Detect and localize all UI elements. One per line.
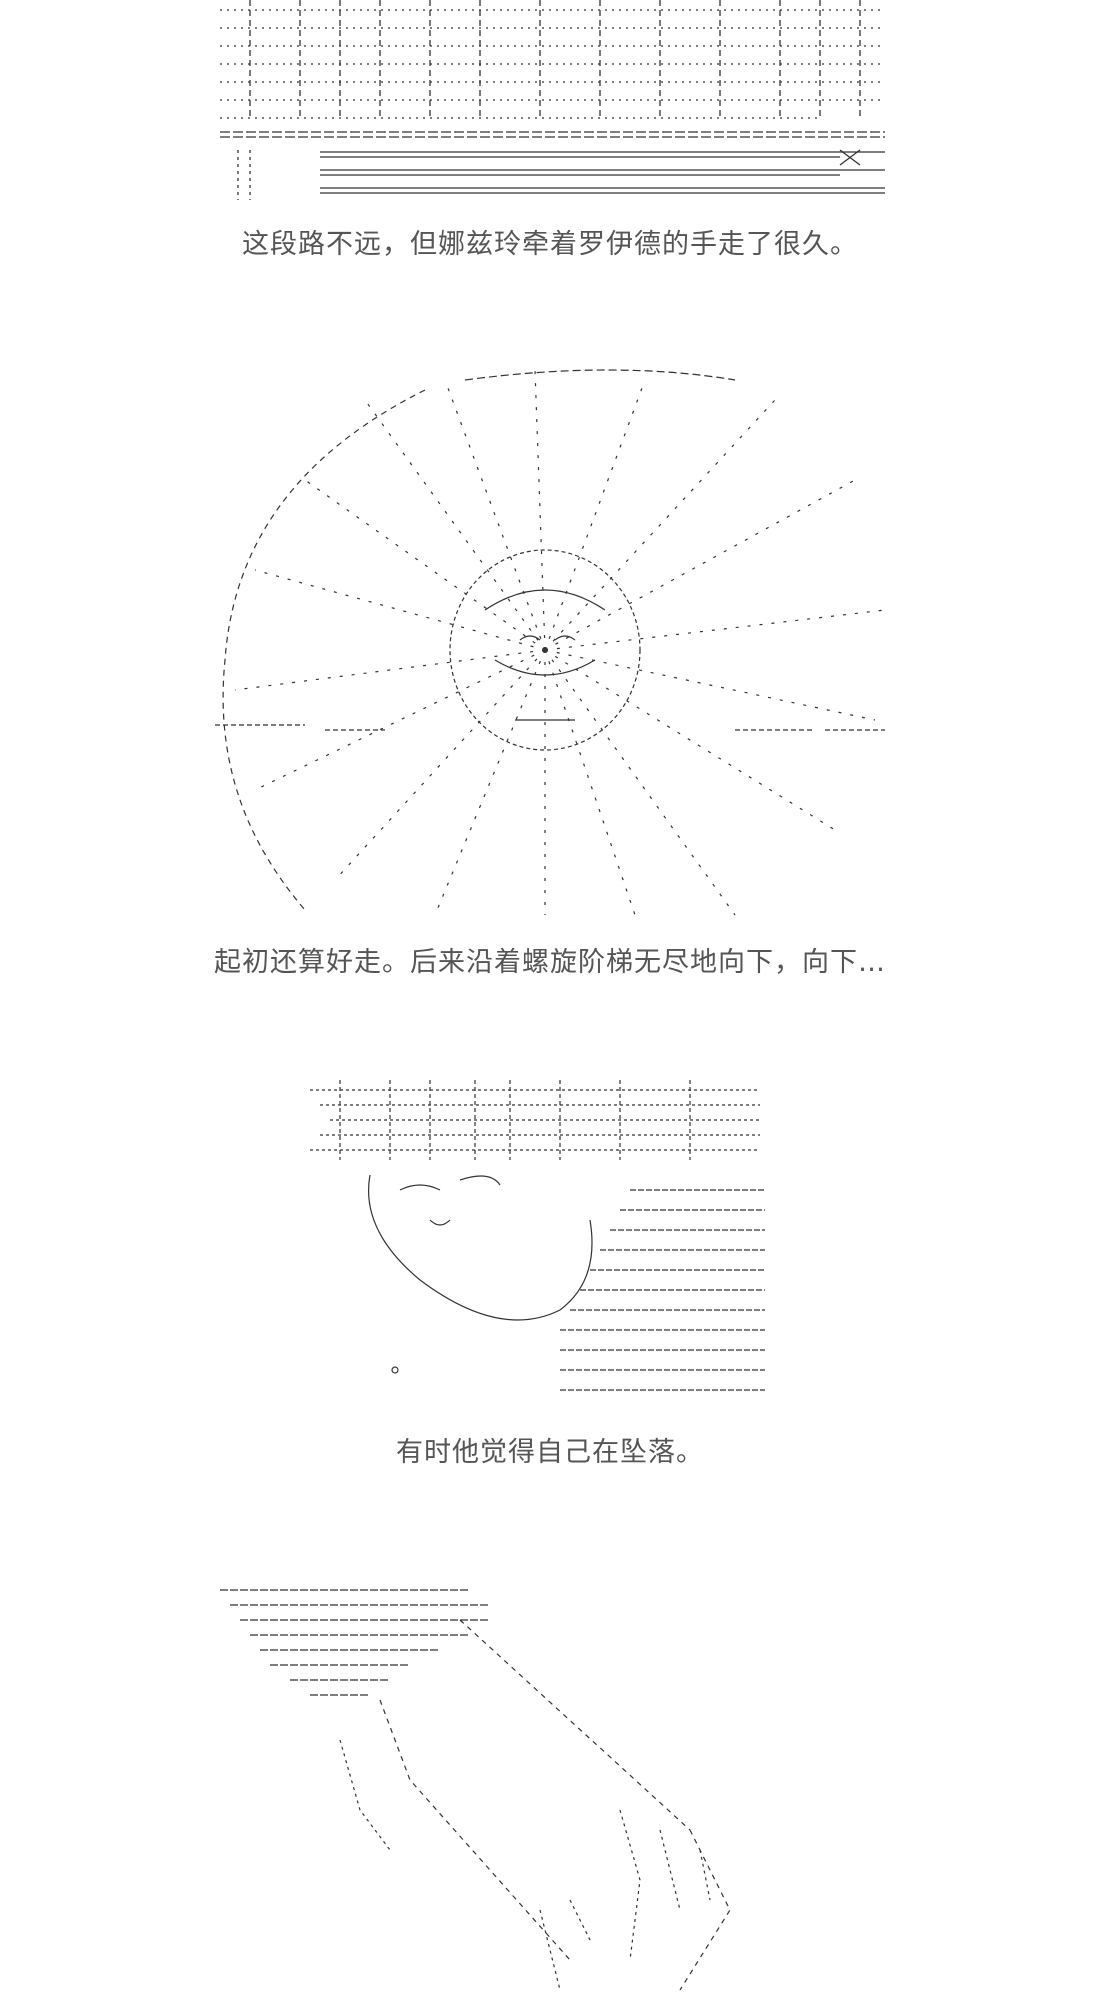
ascii-art-character-closeup	[300, 1080, 770, 1410]
caption-2: 起初还算好走。后来沿着螺旋阶梯无尽地向下，向下…	[214, 947, 886, 978]
caption-3: 有时他觉得自己在坠落。	[396, 1437, 704, 1468]
ascii-art-reaching-hand	[210, 1580, 850, 2000]
ascii-art-stairwell-railing	[220, 0, 890, 205]
ascii-art-radial-fall	[215, 360, 890, 920]
panel-3: 有时他觉得自己在坠落。	[0, 1080, 1100, 1500]
panel-4	[0, 1580, 1100, 2000]
panel-1: 这段路不远，但娜兹玲牵着罗伊德的手走了很久。	[0, 0, 1100, 280]
panel-2: 起初还算好走。后来沿着螺旋阶梯无尽地向下，向下…	[0, 360, 1100, 1000]
caption-1: 这段路不远，但娜兹玲牵着罗伊德的手走了很久。	[242, 229, 858, 260]
